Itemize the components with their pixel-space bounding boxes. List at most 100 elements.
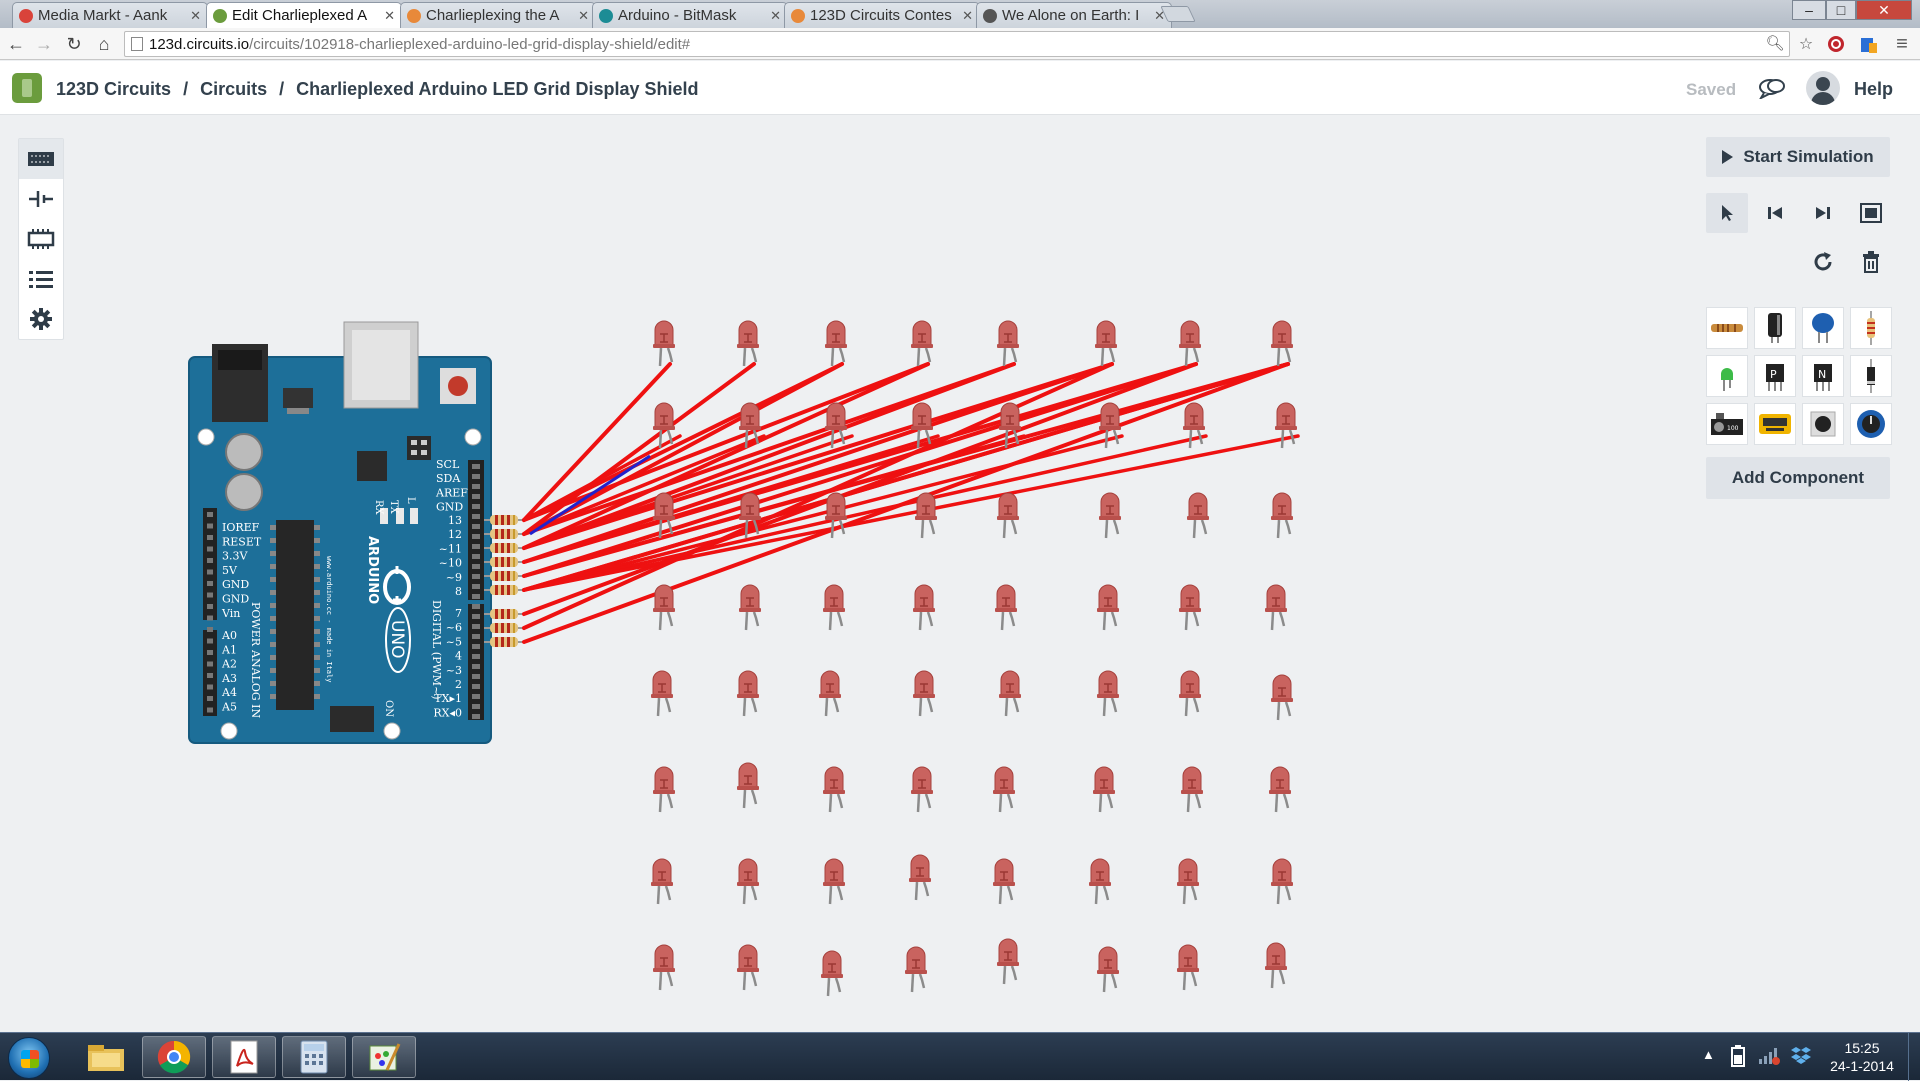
led[interactable]	[825, 402, 847, 449]
led[interactable]	[1187, 492, 1209, 539]
led[interactable]	[651, 670, 673, 717]
led[interactable]	[1179, 670, 1201, 717]
led[interactable]	[653, 584, 675, 631]
led[interactable]	[823, 858, 845, 905]
led[interactable]	[1177, 858, 1199, 905]
led[interactable]	[1271, 674, 1293, 721]
browser-tab[interactable]: We Alone on Earth: I✕	[976, 2, 1172, 28]
wire[interactable]	[522, 362, 844, 522]
search-icon[interactable]: 🔍︎	[1765, 35, 1785, 52]
tab-close-icon[interactable]: ✕	[384, 7, 395, 23]
led[interactable]	[737, 762, 759, 809]
wire[interactable]	[522, 362, 930, 550]
browser-tab[interactable]: Arduino - BitMask✕	[592, 2, 788, 28]
wire[interactable]	[522, 434, 1026, 578]
battery-icon[interactable]	[1730, 1045, 1746, 1070]
led[interactable]	[913, 670, 935, 717]
adblock-icon[interactable]	[1824, 32, 1848, 56]
led[interactable]	[1183, 402, 1205, 449]
add-component-button[interactable]: Add Component	[1706, 457, 1890, 499]
led[interactable]	[739, 584, 761, 631]
component-multimeter[interactable]	[1754, 403, 1796, 445]
browser-tab[interactable]: Charlieplexing the A✕	[400, 2, 596, 28]
led[interactable]	[653, 944, 675, 991]
led[interactable]	[1093, 766, 1115, 813]
led[interactable]	[823, 766, 845, 813]
maximize-window-button[interactable]: □	[1826, 0, 1856, 20]
taskbar-chrome[interactable]	[142, 1036, 206, 1078]
led[interactable]	[737, 320, 759, 367]
pcb-view-button[interactable]	[19, 219, 63, 259]
wire[interactable]	[522, 362, 1016, 536]
led[interactable]	[1275, 402, 1297, 449]
show-desktop-button[interactable]	[1908, 1033, 1920, 1081]
led[interactable]	[915, 492, 937, 539]
step-back-button[interactable]	[1754, 193, 1796, 233]
step-forward-button[interactable]	[1802, 193, 1844, 233]
fit-view-button[interactable]	[1850, 193, 1892, 233]
led[interactable]	[819, 670, 841, 717]
led[interactable]	[737, 858, 759, 905]
taskbar-paint[interactable]	[352, 1036, 416, 1078]
led[interactable]	[1095, 320, 1117, 367]
close-window-button[interactable]: ✕	[1856, 0, 1912, 20]
led[interactable]	[653, 492, 675, 539]
led[interactable]	[1271, 858, 1293, 905]
component-resistor-vertical[interactable]	[1850, 307, 1892, 349]
wire[interactable]	[522, 434, 682, 522]
led[interactable]	[1177, 944, 1199, 991]
wire-selected[interactable]	[529, 454, 651, 536]
led[interactable]	[1099, 402, 1121, 449]
component-pnp-transistor[interactable]: P	[1754, 355, 1796, 397]
led[interactable]	[823, 584, 845, 631]
component-ceramic-capacitor[interactable]	[1802, 307, 1844, 349]
dropbox-icon[interactable]	[1790, 1045, 1812, 1068]
led[interactable]	[911, 320, 933, 367]
wire[interactable]	[522, 434, 766, 536]
breadboard-view-button[interactable]	[19, 139, 63, 179]
chrome-menu-icon[interactable]: ≡	[1896, 32, 1908, 55]
wire[interactable]	[522, 434, 1124, 592]
led[interactable]	[1181, 766, 1203, 813]
forward-icon[interactable]: →	[35, 33, 53, 54]
taskbar-acrobat[interactable]	[212, 1036, 276, 1078]
reload-icon[interactable]: ↻	[66, 33, 82, 54]
breadcrumb-circuits[interactable]: Circuits	[200, 79, 268, 99]
component-led-green[interactable]	[1706, 355, 1748, 397]
led[interactable]	[737, 944, 759, 991]
minimize-window-button[interactable]: –	[1792, 0, 1826, 20]
wire[interactable]	[522, 362, 1114, 564]
led[interactable]	[911, 766, 933, 813]
app-logo-icon[interactable]	[12, 73, 42, 103]
wire[interactable]	[522, 362, 672, 522]
system-clock[interactable]: 15:25 24-1-2014	[1822, 1039, 1902, 1075]
led[interactable]	[997, 938, 1019, 985]
led[interactable]	[739, 492, 761, 539]
start-simulation-button[interactable]: Start Simulation	[1706, 137, 1890, 177]
user-avatar[interactable]	[1806, 71, 1840, 105]
tab-close-icon[interactable]: ✕	[770, 7, 781, 23]
bookmark-star-icon[interactable]: ☆	[1798, 36, 1814, 53]
led[interactable]	[905, 946, 927, 993]
led[interactable]	[1097, 670, 1119, 717]
led[interactable]	[993, 858, 1015, 905]
wire[interactable]	[522, 362, 844, 536]
wire[interactable]	[522, 362, 1016, 550]
wire[interactable]	[522, 434, 1208, 592]
component-sensor-module[interactable]: 100	[1706, 403, 1748, 445]
tab-close-icon[interactable]: ✕	[1154, 7, 1165, 23]
schematic-view-button[interactable]	[19, 179, 63, 219]
select-tool-button[interactable]	[1706, 193, 1748, 233]
component-npn-transistor[interactable]: N	[1802, 355, 1844, 397]
wire[interactable]	[522, 362, 1114, 630]
led[interactable]	[1099, 492, 1121, 539]
tab-close-icon[interactable]: ✕	[578, 7, 589, 23]
component-pushbutton[interactable]	[1802, 403, 1844, 445]
led[interactable]	[737, 670, 759, 717]
led[interactable]	[999, 670, 1021, 717]
breadcrumb-project-title[interactable]: Charlieplexed Arduino LED Grid Display S…	[296, 79, 699, 99]
extension-icon[interactable]	[1856, 32, 1880, 56]
led[interactable]	[653, 320, 675, 367]
